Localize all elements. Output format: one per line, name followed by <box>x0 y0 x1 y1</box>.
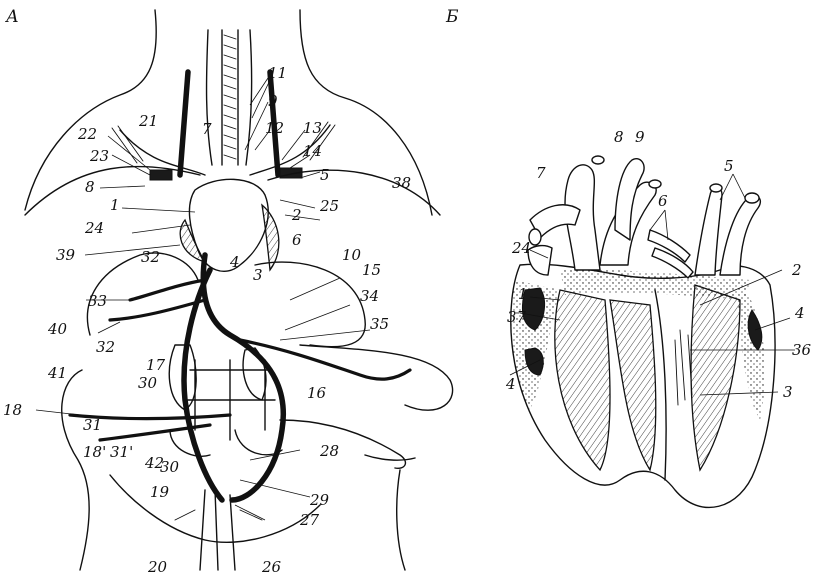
label-left-19: 32 <box>141 248 160 266</box>
label-left-14: 25 <box>319 197 339 215</box>
label-left-33: 18 <box>3 401 22 419</box>
label-left-6: 13 <box>303 119 322 137</box>
label-right-4: 5 <box>724 157 734 175</box>
label-right-12: 4 <box>794 304 805 322</box>
label-left-20: 4 <box>229 253 240 271</box>
label-right-8: 1 <box>518 285 528 303</box>
panel-label-b: Б <box>445 7 459 27</box>
label-right-13: 3 <box>783 383 793 401</box>
label-left-26: 40 <box>47 320 68 338</box>
label-left-9: 14 <box>303 142 322 160</box>
label-left-30: 17 <box>146 356 166 374</box>
label-left-12: 38 <box>392 174 411 192</box>
label-left-40: 29 <box>309 491 330 509</box>
label-left-27: 35 <box>370 315 389 333</box>
label-right-7: 2 <box>791 261 802 279</box>
label-right-9: 37 <box>507 308 527 326</box>
label-right-1: 8 <box>614 128 624 146</box>
panel-label-a: А <box>5 7 19 27</box>
label-left-3: 21 <box>138 112 158 130</box>
label-left-24: 33 <box>88 292 107 310</box>
label-left-42: 27 <box>299 511 320 529</box>
label-left-41: 19 <box>150 483 170 501</box>
label-left-25: 34 <box>360 287 379 305</box>
panel-b-figure <box>511 156 775 507</box>
label-right-2: 9 <box>635 128 645 146</box>
label-left-7: 22 <box>77 125 97 143</box>
label-left-34: 31 <box>83 416 102 434</box>
label-left-16: 2 <box>291 206 302 224</box>
label-left-11: 5 <box>320 166 330 184</box>
label-left-28: 32 <box>96 338 115 356</box>
label-left-35: 18' <box>83 443 106 461</box>
label-left-15: 24 <box>84 219 104 237</box>
label-left-8: 23 <box>89 147 109 165</box>
label-right-11: 36 <box>792 341 812 359</box>
label-left-32: 16 <box>307 384 327 402</box>
label-left-36: 31' <box>110 443 133 461</box>
label-left-18: 39 <box>56 246 76 264</box>
label-left-23: 15 <box>362 261 381 279</box>
label-right-5: 6 <box>658 192 668 210</box>
label-left-29: 41 <box>47 364 67 382</box>
label-left-2: 9 <box>268 92 278 110</box>
label-left-10: 8 <box>85 178 95 196</box>
label-left-22: 3 <box>253 266 263 284</box>
label-left-43: 20 <box>147 558 168 576</box>
label-right-3: 7 <box>536 164 546 182</box>
panel-a-figure <box>25 10 453 570</box>
label-left-21: 10 <box>342 246 362 264</box>
label-left-4: 7 <box>202 120 212 138</box>
label-right-6: 24 <box>511 239 531 257</box>
label-left-5: 12 <box>265 119 284 137</box>
label-left-31: 30 <box>138 374 158 392</box>
label-right-10: 4 <box>505 375 516 393</box>
label-left-13: 1 <box>110 196 120 214</box>
label-left-1: 11 <box>268 64 287 82</box>
label-left-17: 6 <box>292 231 302 249</box>
label-left-39: 30 <box>160 458 180 476</box>
label-left-44: 26 <box>261 558 282 576</box>
label-left-37: 28 <box>319 442 339 460</box>
